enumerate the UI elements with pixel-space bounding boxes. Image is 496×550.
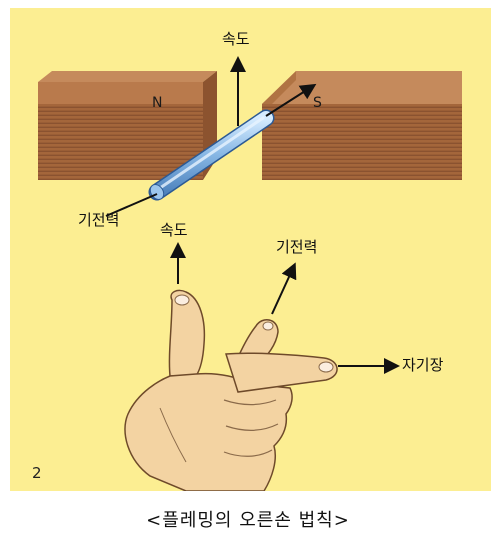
emf-arrow-upper	[265, 83, 317, 117]
north-pole-label: N	[152, 95, 163, 111]
diagram-drawing	[38, 56, 462, 491]
magnetic-field-label: 자기장	[402, 356, 444, 374]
middle-finger-emf-arrow	[271, 262, 297, 315]
south-pole-label: S	[313, 95, 322, 111]
diagram-figure: N S 속도 기전력 속도 기전력 자기장 2	[10, 8, 491, 491]
hand-illustration	[124, 289, 338, 491]
velocity-label-finger: 속도	[160, 221, 188, 239]
emf-label-finger: 기전력	[276, 238, 318, 256]
south-magnet	[262, 71, 462, 180]
emf-line-lower	[105, 193, 158, 217]
figure-caption: <플레밍의 오른손 법칙>	[146, 510, 350, 531]
figure-number: 2	[32, 464, 42, 482]
emf-label-left: 기전력	[78, 211, 120, 229]
conductor-rod	[148, 109, 275, 201]
velocity-label-top: 속도	[222, 30, 250, 48]
